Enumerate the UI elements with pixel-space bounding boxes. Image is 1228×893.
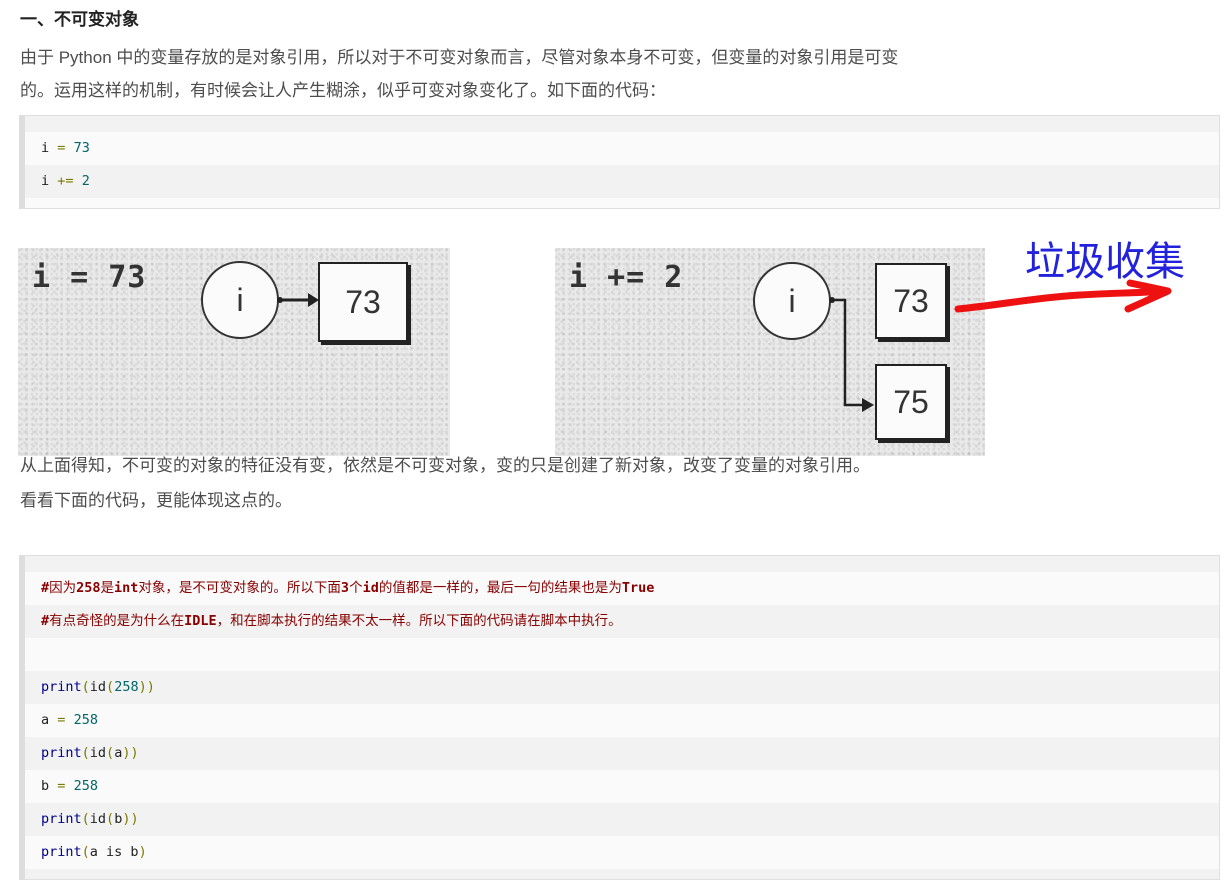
code-token: IDLE [184,613,217,629]
code-token: 258 [73,712,98,728]
code-token [74,173,82,189]
code-padding [25,198,1219,208]
variable-circle: i [753,262,831,340]
code-token: print [41,745,82,761]
code-token: b [114,811,123,827]
code-token: 3 [340,580,350,596]
code-line: #因为258是int对象，是不可变对象的。所以下面3个id的值都是一样的，最后一… [25,572,1219,605]
reference-arrow-icon [829,297,874,412]
code-token: ( [106,679,115,695]
code-token: ( [81,811,90,827]
code-line: i += 2 [25,165,1219,198]
code-token: id [362,580,379,596]
code-line: print(a is b) [25,836,1219,869]
code-padding [25,556,1219,572]
code-token: i [41,140,50,156]
code-padding [25,116,1219,132]
code-line: #有点奇怪的是为什么在IDLE，和在脚本执行的结果不太一样。所以下面的代码请在脚… [25,605,1219,638]
garbage-collection-label: 垃圾收集 [1025,239,1185,285]
code-token [65,140,73,156]
code-token: 因为 [49,580,77,596]
garbage-collection-arrow-icon [954,279,1172,313]
code-token: print [41,844,82,860]
code-token: id [89,679,107,695]
code-block-2: #因为258是int对象，是不可变对象的。所以下面3个id的值都是一样的，最后一… [19,555,1220,880]
intro-paragraph-line-1: 由于 Python 中的变量存放的是对象引用，所以对于不可变对象而言，尽管对象本… [20,48,899,67]
code-token: a [114,745,123,761]
code-token: 是 [100,580,115,596]
section-heading: 一、不可变对象 [20,10,139,29]
reference-diagram-figure: i = 73 i 73 i += 2 i 73 75 [0,225,1228,465]
code-token: ( [81,745,90,761]
code-token: = [57,140,66,156]
new-value-box: 75 [875,364,947,440]
code-line [25,638,1219,671]
code-token: ) [138,844,147,860]
code-token [65,778,73,794]
code-token [65,712,73,728]
code-line: print(id(a)) [25,737,1219,770]
code-token: b [41,778,50,794]
code-line: a = 258 [25,704,1219,737]
code-token: int [114,580,139,596]
intro-paragraph-line-2: 的。运用这样的机制，有时候会让人产生糊涂，似乎可变对象变化了。如下面的代码： [20,81,666,100]
code-token: 的值都是一样的，最后一句的结果也是为 [378,580,622,596]
code-token: 258 [114,679,139,695]
code-token: print [41,679,82,695]
code-token: = [57,778,66,794]
code-block-1: i = 73 i += 2 [19,115,1220,209]
code-token: ( [106,745,115,761]
value-box: 73 [318,262,408,342]
code-token: True [621,580,655,596]
code-token: )) [122,811,139,827]
code-token: # [41,580,50,596]
code-token: )) [138,679,155,695]
code-token: a is b [89,844,139,860]
code-token: )) [122,745,139,761]
variable-circle: i [201,261,279,339]
diagram-panel-assign: i = 73 i 73 [18,248,450,456]
code-token: 258 [73,778,98,794]
code-line: b = 258 [25,770,1219,803]
code-token: 2 [81,173,90,189]
code-line: print(id(b)) [25,803,1219,836]
code-token: ( [106,811,115,827]
code-token: print [41,811,82,827]
code-token: 258 [76,580,101,596]
diagram-code-label: i += 2 [569,260,684,295]
explanation-line-1: 从上面得知，不可变的对象的特征没有变，依然是不可变对象，变的只是创建了新对象，改… [20,456,870,475]
code-token: id [89,811,107,827]
code-line: i = 73 [25,132,1219,165]
code-token: ( [81,679,90,695]
explanation-line-2: 看看下面的代码，更能体现这点的。 [20,491,292,510]
code-token: 对象，是不可变对象的。所以下面 [138,580,341,596]
code-token: 个 [349,580,363,596]
code-token: += [57,173,74,189]
code-token: # [41,613,50,629]
code-token: id [89,745,107,761]
code-line: print(id(258)) [25,671,1219,704]
code-token: i [41,173,50,189]
diagram-code-label: i = 73 [32,260,147,295]
code-token: ( [81,844,90,860]
code-token: ，和在脚本执行的结果不太一样。所以下面的代码请在脚本中执行。 [216,613,622,629]
old-value-box: 73 [875,263,947,339]
reference-arrow-icon [277,293,319,307]
diagram-panel-increment: i += 2 i 73 75 [555,248,985,456]
code-token: 有点奇怪的是为什么在 [49,613,185,629]
code-token: a [41,712,50,728]
code-padding [25,869,1219,879]
code-token: = [57,712,66,728]
code-token: 73 [73,140,90,156]
